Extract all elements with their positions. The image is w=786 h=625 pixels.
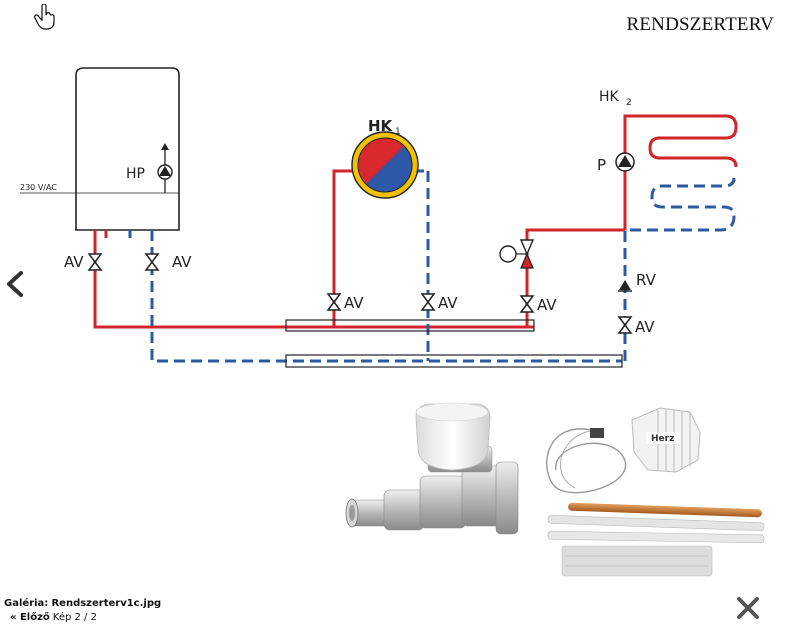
- hk1-sub-label: 1: [395, 127, 401, 137]
- av-valve-boiler-return: [145, 253, 159, 271]
- hk1-label: HK: [368, 117, 394, 135]
- av-valve-hk2-supply: [520, 295, 534, 313]
- gallery-info: Galéria: Rendszerterv1c.jpg: [4, 597, 161, 611]
- rv-check-valve: [618, 280, 632, 292]
- av-valve-hk1-supply: [327, 293, 341, 311]
- manifold-supply: [285, 319, 535, 332]
- chevron-left-icon[interactable]: [2, 264, 26, 304]
- image-counter: Kép 2 / 2: [52, 612, 97, 623]
- p-label: P: [597, 156, 606, 174]
- av-valve-hk1-return: [421, 293, 435, 311]
- av-valve-hk2-return: [618, 316, 632, 334]
- hp-label: HP: [126, 166, 145, 182]
- previous-link[interactable]: « Előző: [10, 612, 50, 623]
- av-label-2: AV: [172, 253, 192, 271]
- hk2-label: HK: [599, 89, 620, 105]
- av-valve-boiler-supply: [88, 253, 102, 271]
- voltage-label: 230 V/AC: [20, 183, 57, 192]
- thermostatic-valve-photo: [345, 402, 519, 535]
- hk2-sub-label: 2: [626, 98, 632, 108]
- hp-pump-symbol: [157, 143, 173, 193]
- manifold-return: [285, 354, 623, 368]
- av-label-6: AV: [635, 318, 655, 336]
- hk1-heat-exchanger: HK 1: [351, 117, 419, 199]
- gallery-filename: Rendszerterv1c.jpg: [51, 598, 162, 609]
- mixing-valve: [499, 239, 535, 269]
- av-label-4: AV: [438, 294, 458, 312]
- close-icon[interactable]: [734, 594, 762, 622]
- av-label-1: AV: [64, 253, 84, 271]
- av-label-5: AV: [537, 296, 557, 314]
- product-brand-label: Herz: [651, 434, 674, 444]
- image-title: RENDSZERTERV: [626, 14, 774, 35]
- gallery-label: Galéria:: [4, 598, 49, 609]
- hand-pointer-icon: [34, 4, 55, 30]
- supply-pipes: [93, 114, 738, 329]
- thermostatic-head-photo: Herz: [546, 407, 765, 577]
- av-label-3: AV: [344, 294, 364, 312]
- rv-label: RV: [636, 271, 657, 289]
- p-pump-symbol: [615, 152, 635, 172]
- boiler-unit: 230 V/AC HP: [20, 67, 180, 231]
